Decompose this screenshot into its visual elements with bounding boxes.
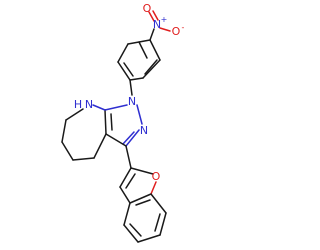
bond-ph2 [149, 39, 161, 61]
bond-n-o-top-2 [152, 10, 159, 21]
bond-c3a-c7a [104, 109, 107, 135]
bond-ph-no2 [149, 28, 155, 41]
bond-bz3 [137, 234, 161, 243]
bonds [61, 10, 171, 243]
bond-n1-c7a [104, 104, 128, 111]
bond-n-o-top [148, 11, 155, 22]
bond-bz1 [123, 202, 131, 226]
atom-pyrazole-n1: N [128, 95, 136, 108]
bond-ph5-inner [123, 62, 134, 77]
bond-bz2-inner [129, 223, 142, 237]
bond-bf-o-c7a [150, 181, 157, 195]
bond-c3-c3a [105, 133, 127, 147]
atom-nitro-n: N [153, 18, 161, 31]
structure-canvas: H N N N N + O - O O [61, 2, 185, 243]
bond-ph5 [117, 61, 131, 81]
atom-labels: H N N N N + O - O O [74, 2, 185, 183]
bond-bz4 [159, 212, 167, 236]
bond-ph3 [127, 39, 151, 45]
atom-nh-n: N [85, 98, 93, 111]
bond-c7a-nh [92, 104, 106, 111]
bond-n2-c3-inner [122, 131, 135, 145]
bond-n-o-right [159, 27, 171, 32]
bond-c8-c7 [61, 119, 67, 143]
bond-ph6-inner [144, 59, 158, 75]
atom-pyrazole-n2: N [140, 124, 148, 137]
bond-bz4-inner [154, 213, 161, 232]
bond-c7-c6 [61, 141, 74, 161]
atom-nitro-o-double: O [143, 2, 152, 15]
atom-nh-h: H [74, 98, 82, 111]
bond-bf-c2-o [130, 167, 154, 175]
bond-bz2 [123, 224, 139, 243]
bond-ph2-inner [138, 41, 148, 59]
bond-n2-c3 [125, 129, 140, 147]
bond-ph4 [117, 43, 129, 63]
bond-c6-c5 [72, 157, 95, 161]
bond-bz5 [150, 193, 167, 214]
bond-c3-bf [125, 145, 132, 169]
bond-bf-c2-c3-inner [125, 173, 136, 189]
bond-ph6 [129, 77, 144, 81]
atom-furan-o: O [152, 170, 161, 183]
molecule-diagram: H N N N N + O - O O [61, 2, 185, 243]
atom-nitro-o-charge: - [182, 23, 185, 32]
bond-c5-c3a [93, 133, 107, 159]
bond-ph1 [142, 59, 161, 79]
bond-bf-c3-c3a [119, 186, 131, 204]
bond-ph-n1 [129, 79, 133, 96]
bond-bf-c3a-c7a [129, 193, 152, 204]
bond-c3a-c7a-inner [110, 113, 113, 131]
atom-nitro-o-minus: O [172, 25, 181, 38]
bond-bz6-inner [135, 199, 151, 206]
bond-n1-n2 [136, 104, 143, 125]
bond-nh-c8 [65, 108, 84, 121]
bond-bf-c2-c3 [119, 167, 132, 188]
atom-nitro-charge: + [161, 15, 168, 24]
